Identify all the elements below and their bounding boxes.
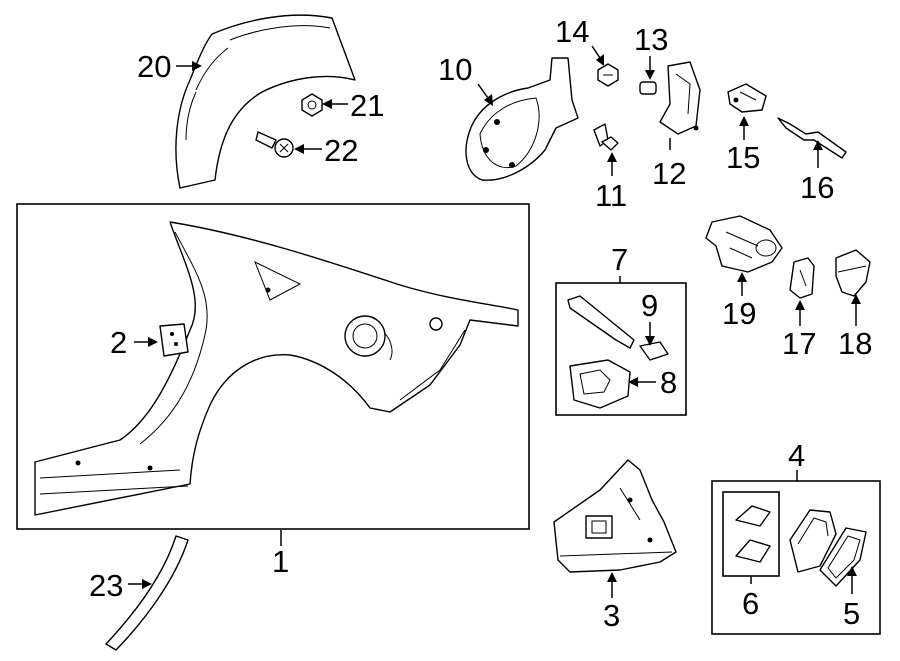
callout-13: 13 (634, 22, 668, 57)
fuel-door-part (789, 509, 837, 573)
callout-18: 18 (838, 326, 872, 361)
callout-7: 7 (611, 242, 628, 277)
bumper-stop-part (835, 249, 871, 297)
hinge-plate-upper-part (735, 505, 771, 527)
molding-strip-part (105, 535, 189, 651)
fuel-door-gasket-part (819, 527, 867, 587)
callout-19: 19 (722, 296, 756, 331)
fuel-door-bracket-part (639, 61, 701, 135)
reinforcement-bracket-part (159, 323, 189, 357)
callout-5: 5 (843, 596, 860, 631)
hinge-plate-lower-part (735, 539, 771, 563)
group-7-frame (555, 282, 687, 416)
screw-part (597, 63, 619, 87)
callout-10: 10 (438, 52, 472, 87)
callout-22: 22 (324, 133, 358, 168)
callout-12: 12 (652, 156, 686, 191)
group-4-frame (711, 480, 881, 635)
callout-20: 20 (137, 49, 171, 84)
clip-part (639, 341, 669, 361)
clip-nut-part (301, 93, 323, 117)
callout-15: 15 (726, 140, 760, 175)
callout-16: 16 (800, 170, 834, 205)
callout-9: 9 (641, 288, 658, 323)
wheelhouse-inner-part (553, 459, 677, 573)
quarter-panel-frame (16, 203, 530, 530)
lock-actuator-part (705, 215, 783, 273)
push-clip-part (255, 131, 294, 158)
callout-4: 4 (788, 438, 805, 473)
callout-11: 11 (595, 178, 627, 213)
fuel-door-housing-part (465, 57, 579, 181)
group-6-frame (722, 491, 780, 577)
callout-14: 14 (555, 14, 589, 49)
callout-1: 1 (272, 544, 289, 579)
bracket-part (789, 257, 815, 299)
bolt-part (593, 123, 619, 151)
actuator-part (727, 83, 767, 113)
callout-23: 23 (89, 568, 123, 603)
callout-labels: 1 2 3 4 5 6 7 8 9 10 11 12 13 14 15 16 1… (89, 14, 872, 633)
inner-panel-extension-part (569, 359, 631, 409)
callout-21: 21 (350, 88, 384, 123)
trim-brace-part (567, 295, 635, 349)
callout-2: 2 (110, 325, 127, 360)
leader-lines (128, 45, 861, 598)
callout-8: 8 (660, 365, 677, 400)
quarter-panel-part (34, 221, 519, 516)
callout-17: 17 (782, 326, 816, 361)
wheel-house-liner-part (175, 14, 356, 189)
callout-6: 6 (742, 586, 759, 621)
release-cable-part (777, 117, 847, 159)
callout-3: 3 (603, 598, 620, 633)
